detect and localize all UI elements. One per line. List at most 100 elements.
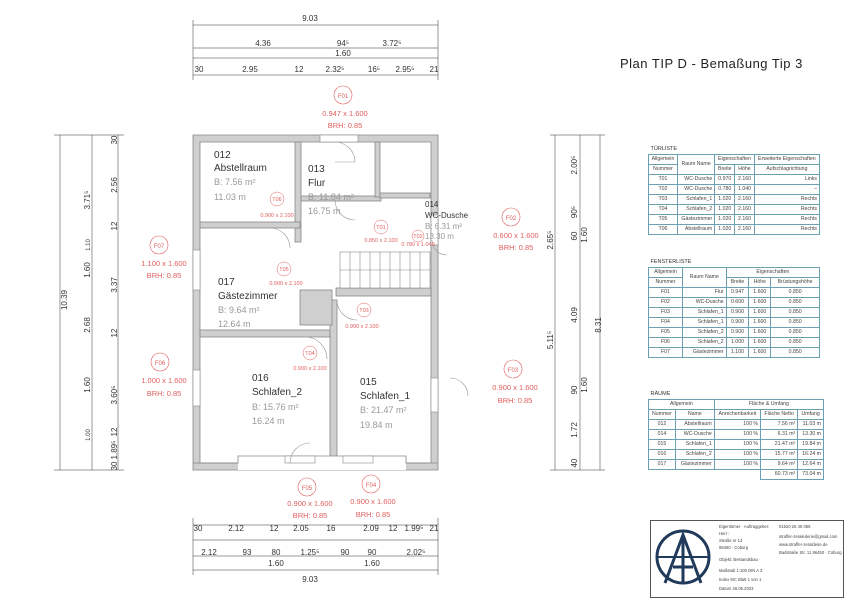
svg-text:1.60: 1.60 [83,262,92,278]
window-id: F07 [154,244,165,250]
room-number: 013 [308,164,325,175]
window-id: F05 [302,486,313,492]
svg-text:16: 16 [327,524,336,533]
svg-text:16.75 m: 16.75 m [308,206,341,216]
title-block: Eigentümer · Auftraggeber: Herr : Straße… [650,520,844,598]
room-labels: 012 Abstellraum B: 7.56 m² 11.03 m 013 F… [214,150,469,430]
room-name: Schlafen_1 [360,391,410,402]
svg-text:0.900 x 2.100: 0.900 x 2.100 [269,281,302,287]
svg-text:B: 15.76 m²: B: 15.76 m² [252,402,299,412]
plan-title: Plan TIP D - Bemaßung Tip 3 [620,56,803,71]
svg-text:1.25⁵: 1.25⁵ [301,548,320,557]
room-name: Gästezimmer [218,291,278,302]
svg-text:40: 40 [570,458,579,467]
room-number: 017 [218,277,235,288]
door-id: T04 [305,351,314,357]
svg-text:1.60: 1.60 [335,49,351,58]
svg-text:1.60: 1.60 [83,377,92,393]
svg-text:90: 90 [341,548,350,557]
svg-text:12.64 m: 12.64 m [218,319,251,329]
svg-text:1.100 x 1.600: 1.100 x 1.600 [141,259,186,268]
room-name: Flur [308,178,326,189]
window-id: F06 [155,361,166,367]
svg-text:3.72⁵: 3.72⁵ [383,39,402,48]
svg-text:B: 7.56 m²: B: 7.56 m² [214,177,256,187]
svg-text:2.00⁵: 2.00⁵ [570,156,579,175]
svg-text:B: 21.47 m²: B: 21.47 m² [360,405,407,415]
svg-text:19.84 m: 19.84 m [360,420,393,430]
dim-top-total: 9.03 [302,14,318,23]
svg-text:2.56: 2.56 [110,177,119,193]
svg-text:2.95: 2.95 [242,65,258,74]
room-number: 015 [360,377,377,388]
svg-text:30: 30 [110,461,119,470]
door-id: T05 [279,267,288,273]
window-tags [149,85,523,497]
dimension-lines [54,20,605,575]
svg-text:0.947 x 1.600: 0.947 x 1.600 [322,109,367,118]
svg-text:0.850 x 2.100: 0.850 x 2.100 [364,238,397,244]
window-id: F04 [366,483,377,489]
svg-text:4.09: 4.09 [570,307,579,323]
dim-right-total: 8.31 [594,317,603,333]
dim-left-total: 10.39 [60,289,69,310]
room-name: WC-Dusche [425,211,469,220]
room-name: Schlafen_2 [252,387,302,398]
window-id: F01 [338,94,349,100]
svg-text:80: 80 [272,548,281,557]
svg-text:3.71⁵: 3.71⁵ [83,191,92,210]
svg-text:11.03 m: 11.03 m [214,192,246,202]
svg-text:2.09: 2.09 [363,524,379,533]
svg-text:2.65⁵: 2.65⁵ [546,231,555,250]
door-id: T03 [359,308,368,314]
svg-text:0.600 x 1.600: 0.600 x 1.600 [493,231,538,240]
svg-text:1.99⁵: 1.99⁵ [405,524,424,533]
svg-text:BRH: 0.85: BRH: 0.85 [293,511,328,520]
svg-text:3.37: 3.37 [110,277,119,293]
svg-text:0.900 x 2.100: 0.900 x 2.100 [260,213,293,219]
svg-text:30: 30 [195,65,204,74]
svg-text:12: 12 [110,221,119,230]
svg-text:1.60: 1.60 [580,227,589,243]
svg-text:12: 12 [295,65,304,74]
svg-text:2.02⁵: 2.02⁵ [407,548,426,557]
svg-text:BRH: 0.85: BRH: 0.85 [498,396,533,405]
svg-text:2.05: 2.05 [293,524,309,533]
svg-text:90: 90 [368,548,377,557]
svg-text:B: 6.31 m²: B: 6.31 m² [425,222,462,231]
room-number: 014 [425,200,439,209]
svg-text:1.000 x 1.600: 1.000 x 1.600 [141,376,186,385]
svg-text:0.900 x 2.100: 0.900 x 2.100 [293,366,326,372]
staircase [339,251,431,289]
svg-text:BRH: 0.85: BRH: 0.85 [328,121,363,130]
window-id: F03 [508,368,519,374]
svg-text:16⁵: 16⁵ [368,65,380,74]
svg-text:30: 30 [110,135,119,144]
svg-text:0.900 x 2.100: 0.900 x 2.100 [345,324,378,330]
svg-text:0.900 x 1.600: 0.900 x 1.600 [492,383,537,392]
svg-text:1.60: 1.60 [580,377,589,393]
svg-text:12: 12 [389,524,398,533]
svg-text:90⁵: 90⁵ [570,206,579,218]
svg-text:93: 93 [243,548,252,557]
door-id: T06 [272,197,281,203]
svg-text:94⁵: 94⁵ [337,39,349,48]
svg-text:BRH: 0.85: BRH: 0.85 [499,243,534,252]
svg-text:1.60: 1.60 [364,559,380,568]
svg-text:12: 12 [270,524,279,533]
svg-text:1.89⁵: 1.89⁵ [110,441,119,460]
svg-text:3.60⁵: 3.60⁵ [110,386,119,405]
